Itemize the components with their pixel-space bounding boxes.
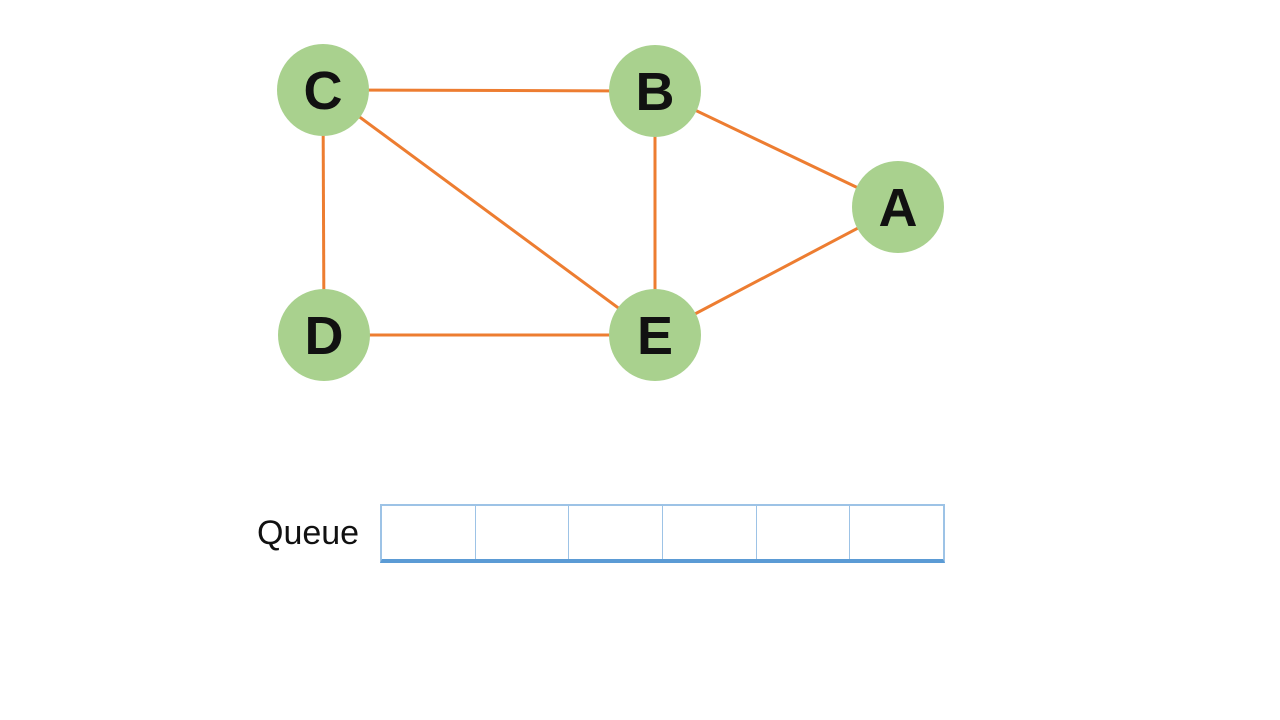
- graph-diagram: C B A D E: [277, 44, 944, 381]
- graph-nodes: C B A D E: [277, 44, 944, 381]
- queue-cell-5: [757, 506, 851, 559]
- queue-label: Queue: [257, 514, 360, 552]
- queue-cell-1: [382, 506, 476, 559]
- graph-node-C: C: [277, 44, 369, 136]
- queue-cell-4: [663, 506, 757, 559]
- queue-cell-2: [476, 506, 570, 559]
- node-label-E: E: [637, 306, 673, 366]
- node-circle-C: [277, 44, 369, 136]
- graph-node-B: B: [609, 45, 701, 137]
- queue-cell-6: [850, 506, 943, 559]
- node-label-B: B: [636, 62, 675, 122]
- node-circle-E: [609, 289, 701, 381]
- queue-cell-3: [569, 506, 664, 559]
- node-label-C: C: [304, 61, 343, 121]
- node-circle-A: [852, 161, 944, 253]
- node-label-A: A: [879, 178, 918, 238]
- node-circle-D: [278, 289, 370, 381]
- graph-node-D: D: [278, 289, 370, 381]
- edge-C-B: [322, 88, 656, 93]
- graph-node-A: A: [852, 161, 944, 253]
- node-label-D: D: [305, 306, 344, 366]
- node-circle-B: [609, 45, 701, 137]
- graph-edges: [321, 88, 899, 337]
- queue: [380, 504, 945, 563]
- graph-node-E: E: [609, 289, 701, 381]
- edge-C-E: [322, 88, 656, 337]
